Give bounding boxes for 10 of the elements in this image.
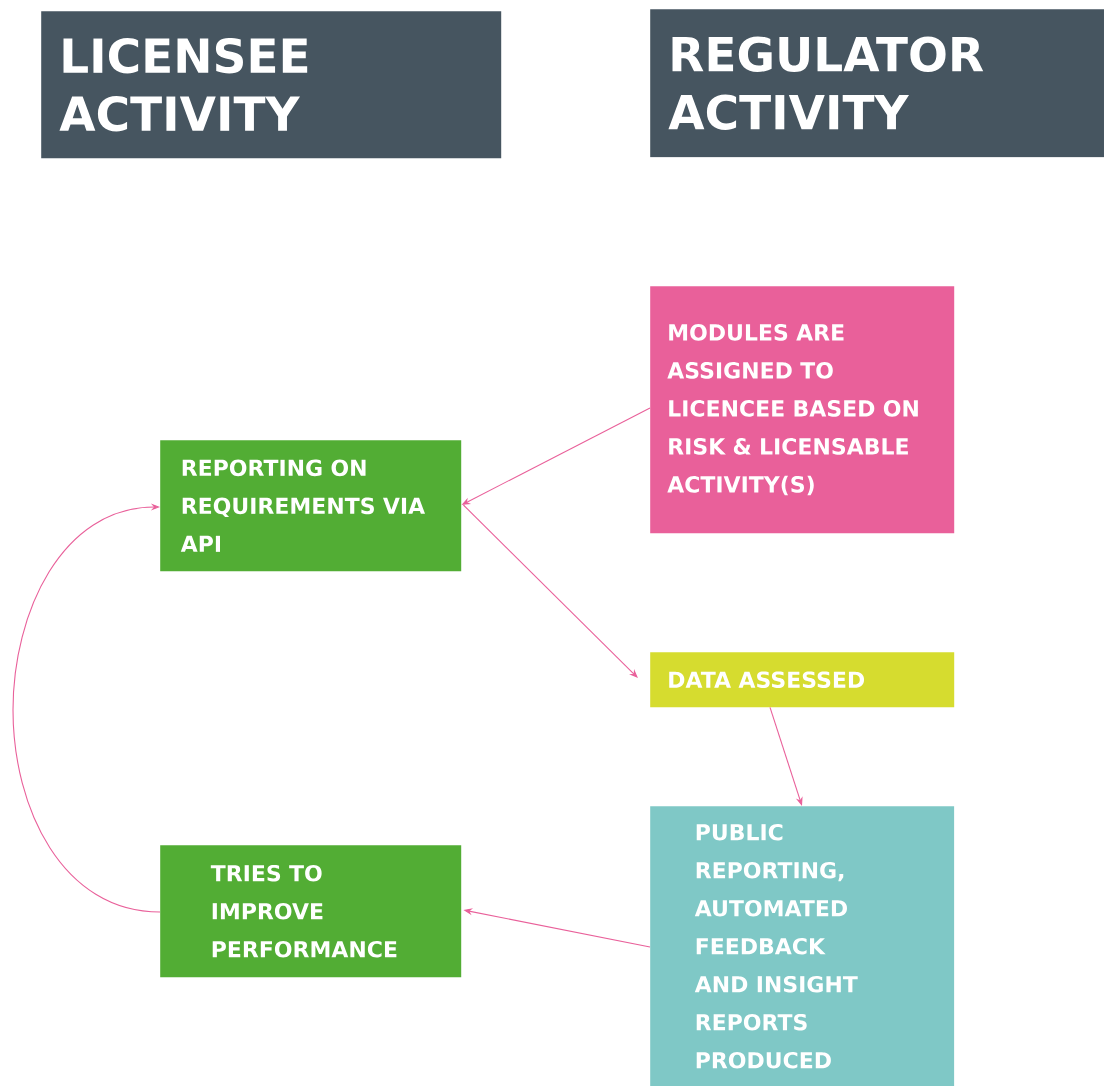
header-banner: REGULATOR ACTIVITY <box>650 9 1104 158</box>
arrow <box>769 706 803 806</box>
process-box: PUBLIC REPORTING, AUTOMATED FEEDBACK AND INSIGHT REPORTS PRODUCED <box>650 806 955 1086</box>
arrow <box>12 503 161 913</box>
process-box: REPORTING ON REQUIREMENTS VIA API <box>160 440 462 572</box>
arrow <box>462 504 638 678</box>
process-box: MODULES ARE ASSIGNED TO LICENCEE BASED ON RISK & LICENSABLE ACTIVITY(S) <box>650 286 955 534</box>
header-banner: LICENSEE ACTIVITY <box>41 11 502 159</box>
process-box: DATA ASSESSED <box>650 652 955 708</box>
process-box: TRIES TO IMPROVE PERFORMANCE <box>160 845 462 978</box>
